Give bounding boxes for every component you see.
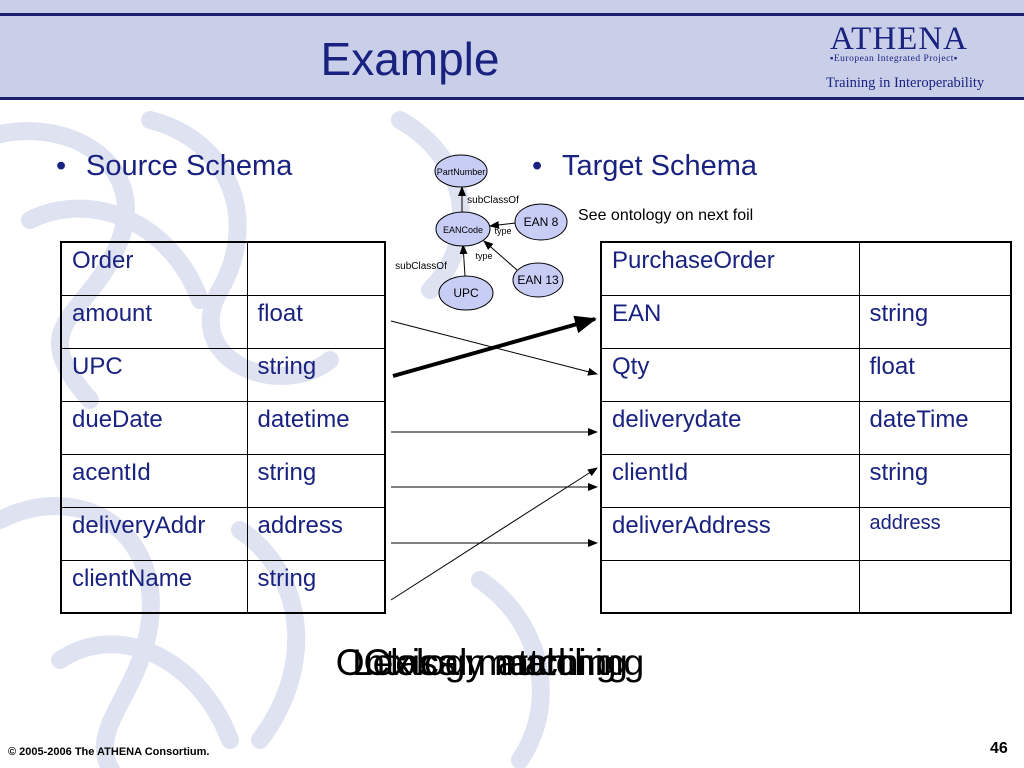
field-type: string — [246, 347, 386, 402]
field-type: datetime — [246, 400, 386, 455]
node-ean8-label: EAN 8 — [524, 215, 559, 229]
header-band — [0, 0, 1024, 100]
field-name — [600, 559, 860, 614]
edge-label-subclassof-upc: subClassOf — [395, 261, 447, 272]
field-type: float — [858, 347, 1012, 402]
edge-label-type-ean8: type — [494, 226, 511, 236]
node-partnumber-label: PartNumber — [437, 167, 486, 177]
logo-tagline: Training in Interoperability — [826, 75, 985, 91]
field-type: dateTime — [858, 400, 1012, 455]
field-name: Qty — [600, 347, 860, 402]
copyright-notice: © 2005-2006 The ATHENA Consortium. — [8, 746, 210, 758]
map-arrow-upc-ean — [392, 315, 597, 378]
slide-title: Example — [320, 33, 500, 85]
map-arrow-clientname-clientid — [390, 467, 598, 601]
field-type: string — [858, 294, 1012, 349]
field-name: clientName — [60, 559, 248, 614]
field-type: float — [246, 294, 386, 349]
bullet-icon: • — [56, 150, 67, 182]
field-name: deliverydate — [600, 400, 860, 455]
table-header-cell — [246, 241, 386, 296]
field-type: string — [246, 453, 386, 508]
node-ean8 — [514, 203, 568, 241]
field-type: string — [246, 559, 386, 614]
field-name: acentId — [60, 453, 248, 508]
source-heading-text: Source Schema — [86, 150, 293, 182]
target-heading-text: Target Schema — [562, 150, 758, 182]
athena-logo: ATHENA ▪European Integrated Project▪ Tra… — [826, 21, 1010, 92]
table-row — [600, 559, 1012, 614]
field-name: dueDate — [60, 400, 248, 455]
field-type — [858, 559, 1012, 614]
edge-label-subclassof-top: subClassOf — [467, 195, 519, 206]
bullet-icon: • — [532, 150, 543, 182]
edge-upc-eancode — [459, 244, 468, 277]
field-name: UPC — [60, 347, 248, 402]
edge-label-type-ean13: type — [475, 251, 492, 261]
node-partnumber — [434, 154, 488, 188]
node-ean13-label: EAN 13 — [517, 273, 559, 287]
node-eancode — [435, 211, 491, 247]
edge-ean13-eancode — [483, 240, 518, 271]
source-schema-heading: • Source Schema — [56, 150, 292, 183]
field-name: EAN — [600, 294, 860, 349]
node-upc-label: UPC — [453, 286, 479, 300]
field-type: string — [858, 453, 1012, 508]
caption-ontology-matching: Ontology matching — [335, 642, 645, 683]
ontology-note: See ontology on next foil — [578, 207, 754, 224]
field-name: deliverAddress — [600, 506, 860, 561]
edge-ean8-eancode — [489, 220, 517, 229]
logo-subtitle: ▪European Integrated Project▪ — [830, 54, 958, 64]
field-name: clientId — [600, 453, 860, 508]
field-type: address — [246, 506, 386, 561]
header-bottom-rule — [0, 97, 1024, 100]
matching-captions: Ontology matching Lexical matching Class… — [260, 642, 720, 692]
header-top-rule — [0, 13, 1024, 16]
node-upc — [438, 275, 494, 311]
table-header-cell: PurchaseOrder — [600, 241, 860, 296]
logo-name: ATHENA — [830, 21, 968, 57]
node-ean13 — [512, 262, 564, 298]
page-number: 46 — [990, 740, 1008, 757]
caption-lexical-matching: Lexical matching — [352, 642, 628, 683]
target-schema-heading: • Target Schema — [532, 150, 757, 183]
node-eancode-label: EANCode — [443, 225, 483, 235]
caption-class-matching: Class matching — [363, 642, 617, 683]
field-type: address — [858, 506, 1012, 561]
field-name: amount — [60, 294, 248, 349]
